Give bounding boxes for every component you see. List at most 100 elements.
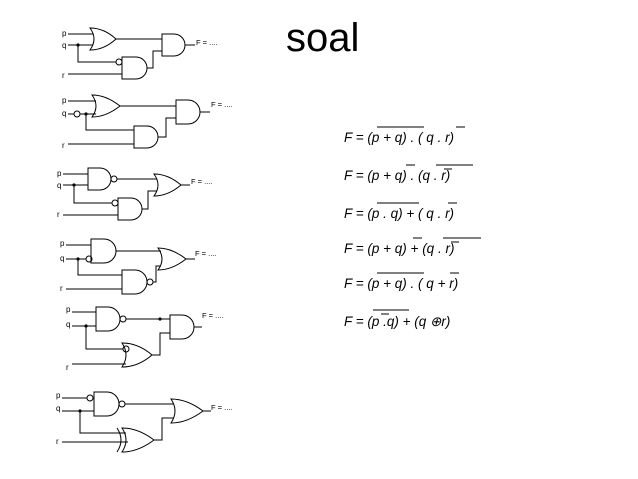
expr-part: F = [344,314,367,329]
expr-overbar-term: (q . r) [422,241,454,256]
expr-part: + ( [403,206,427,221]
expr-part: F = [344,206,367,221]
wire [63,173,190,216]
input-label-r: r [56,437,59,446]
svg-text:F = (p + q) . ( q . r): F = (p + q) . ( q . r) [344,130,454,145]
expr-part: + (q [399,314,430,329]
expr-overbar-term: q [395,168,403,183]
or-gate [121,342,153,368]
expr-part: . r) [434,130,454,145]
input-label-p: p [62,96,67,105]
expr-overbar-term: q [395,241,403,256]
wire [68,100,210,145]
expr-part: F = [344,130,367,145]
and-gate [133,125,159,149]
input-label-p: p [62,29,67,38]
input-label-r: r [62,71,65,80]
wire [62,397,211,443]
expr-part: . r) [434,206,454,221]
input-label-r: r [57,210,60,219]
svg-text:F = (p .q) + (q ⊕r): F = (p .q) + (q ⊕r) [344,314,450,329]
expr-part: ) + [400,241,422,256]
expr-overbar-term: (p . q) [367,206,402,221]
expr-overbar-term: q [426,206,434,221]
expr-overbar-term: (p + q) [367,130,406,145]
wire [66,244,195,290]
and-gate [117,197,143,221]
xor-gate-arc [116,427,122,453]
input-label-p: p [60,239,65,248]
input-label-q: q [56,404,60,413]
or-gate [89,27,117,51]
overbar [373,309,409,315]
expr-part: ) . [400,168,418,183]
circuit-4: p q r F = .... [60,238,216,295]
expression-5: F = (p + q) . ( q + r) [344,276,458,291]
wire-junction [76,257,80,261]
wire-junction [72,183,76,187]
or-gate [170,398,204,424]
circuit-2: p q r F = .... [62,94,232,150]
and-gate [121,269,148,295]
expr-part: F = (p + [344,241,395,256]
expr-overbar-term: q [426,130,434,145]
circuit-5: p q r F = .... [66,305,223,372]
svg-text:F = (p + q) . ( q + r): F = (p + q) . ( q + r) [344,276,458,291]
output-label: F = .... [191,177,212,186]
expr-overbar-term: (p + q) [367,276,406,291]
not-bubble [86,394,94,402]
expr-overbar-term: (q . r) [418,168,450,183]
input-label-r: r [60,284,63,293]
input-label-p: p [56,391,61,400]
wire-junction [84,324,88,328]
expr-part: + r) [434,276,458,291]
expr-overbar-term: (p .q) [367,314,399,329]
wire-junction [84,112,88,116]
and-gate [93,391,120,417]
not-bubble [146,278,154,286]
expr-part: . ( [407,276,427,291]
expression-6: F = (p .q) + (q ⊕r) [344,314,450,329]
output-label: F = .... [211,100,232,109]
overbar [406,164,473,170]
input-label-r: r [62,141,65,150]
wire-junction [76,43,80,47]
or-gate [153,173,182,197]
expr-part: F = [344,276,367,291]
not-bubble [110,175,118,183]
expression-1: F = (p + q) . ( q . r) [344,130,454,145]
or-gate [157,247,187,271]
and-gate [95,306,121,332]
wire [72,311,202,365]
expression-4: F = (p + q) + (q . r) [344,241,454,256]
expr-part: F = (p + [344,168,395,183]
circuit-1: p q r F = .... [62,27,217,80]
overbar [413,237,481,243]
input-label-q: q [60,254,64,263]
expr-xor-symbol: ⊕ [430,314,442,329]
expression-3: F = (p . q) + ( q . r) [344,206,454,221]
output-label: F = .... [211,403,232,412]
output-label: F = .... [195,249,216,258]
svg-text:F = (p + q) + (q . r): F = (p + q) + (q . r) [344,241,454,256]
input-label-q: q [66,320,70,329]
svg-text:F = (p . q) + ( q . r): F = (p . q) + ( q . r) [344,206,454,221]
svg-text:F = (p + q) . (q . r): F = (p + q) . (q . r) [344,168,450,183]
and-gate [90,238,117,264]
and-gate [161,33,186,57]
input-label-q: q [62,41,66,50]
and-gate [169,314,195,340]
output-label: F = .... [196,38,217,47]
or-gate [91,94,121,118]
expr-part: . ( [407,130,427,145]
and-gate [121,56,148,80]
slide-title: soal [286,16,360,60]
circuit-3: p q r F = .... [57,167,212,221]
and-gate [175,99,201,125]
input-label-p: p [66,305,71,314]
wire [68,33,195,75]
expression-2: F = (p + q) . (q . r) [344,168,450,183]
input-label-r: r [66,363,69,372]
not-bubble [115,58,123,66]
